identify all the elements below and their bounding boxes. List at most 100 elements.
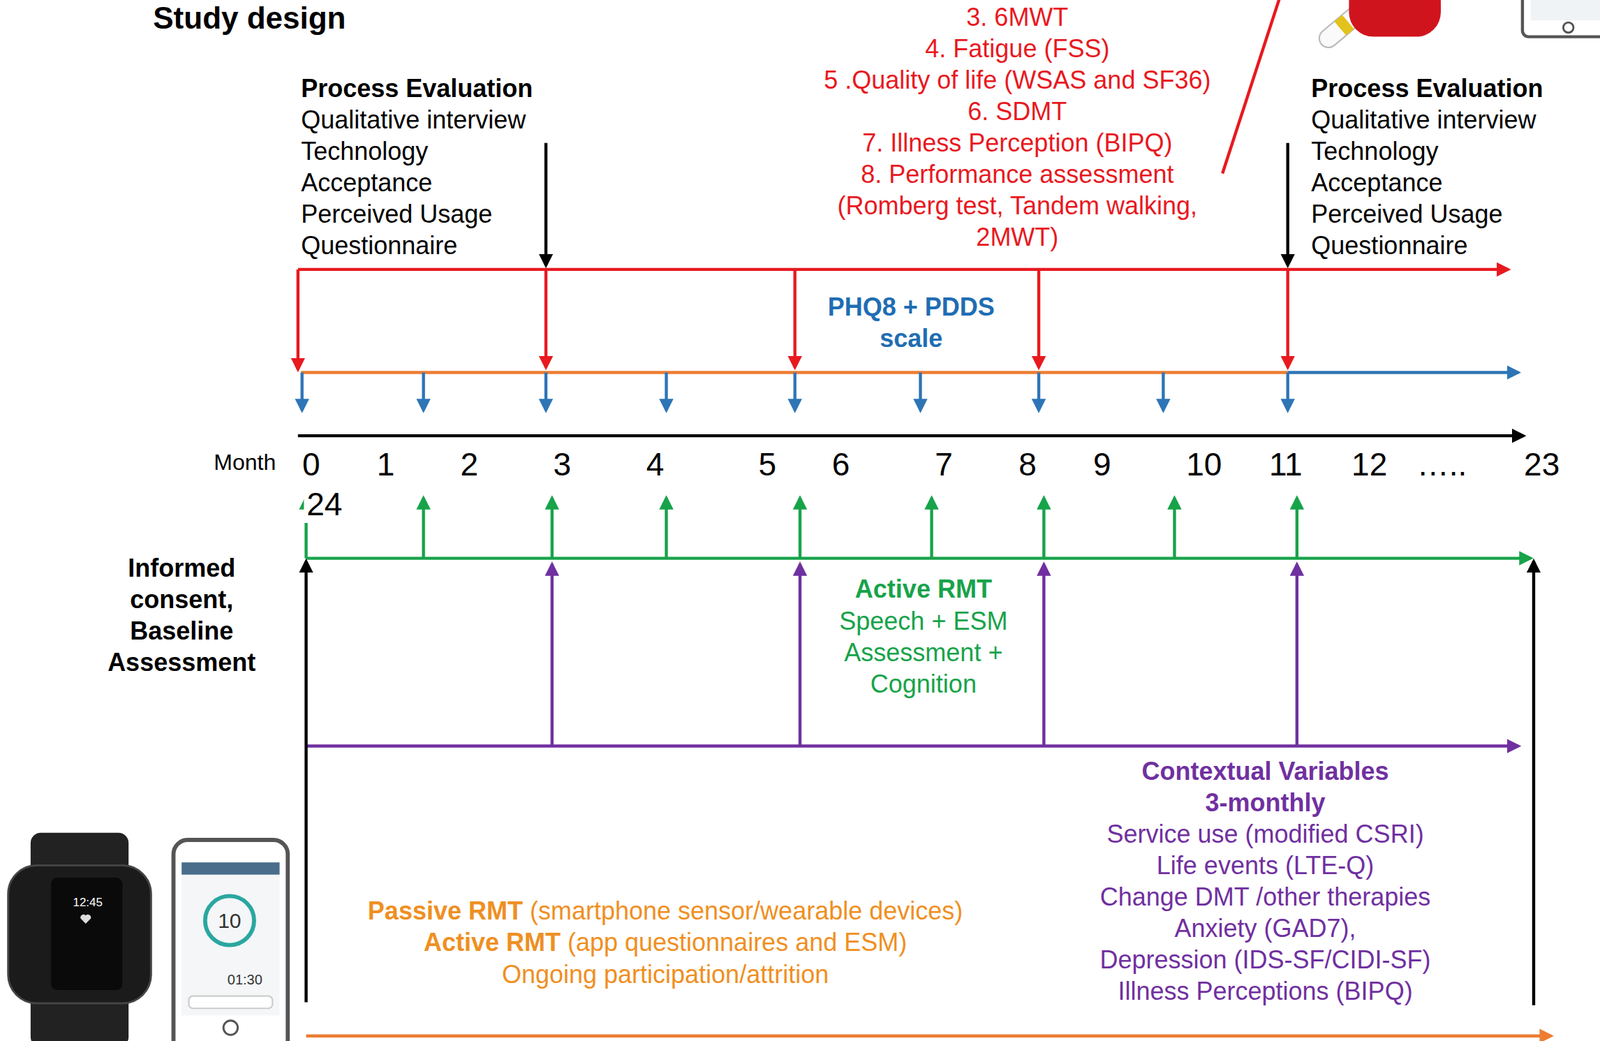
axis-tick-label: 24: [303, 485, 345, 523]
list-item: Perceived Usage Questionnaire: [300, 198, 542, 262]
list-item: Technology Acceptance: [1310, 135, 1552, 199]
green-timeline: [929, 497, 933, 558]
purple-timeline: [798, 564, 802, 746]
axis-tick-label: 2: [460, 445, 479, 484]
smartphone: [188, 996, 273, 1009]
red-timeline: [544, 269, 548, 368]
smartphone: [181, 862, 280, 875]
red-timeline: [793, 269, 796, 368]
diagram-title: Study design: [152, 0, 346, 37]
device-images: [1563, 22, 1574, 33]
section-heading: Active RMT: [855, 573, 992, 605]
red-timeline: [298, 268, 1509, 271]
text-row: Active RMT(app questionnaires and ESM): [423, 926, 907, 958]
list-item: Depression (IDS-SF/CIDI-SF): [1100, 943, 1432, 976]
section-heading: Active RMT: [423, 926, 561, 958]
blue-timeline: [664, 372, 668, 411]
blue-timeline: [1286, 372, 1290, 411]
list-item: (smartphone sensor/wearable devices): [529, 894, 963, 927]
green-timeline: [306, 497, 1531, 558]
outcome-item: 4. Fatigue (FSS): [924, 32, 1110, 65]
section-heading: Passive RMT: [367, 894, 523, 927]
list-item: Service use (modified CSRI): [1106, 818, 1424, 850]
axis-tick-label: 8: [1018, 445, 1037, 484]
orange-timeline: [306, 1033, 1552, 1037]
section-heading: Contextual Variables 3-monthly: [1132, 755, 1399, 819]
wearable-watch: [80, 914, 91, 924]
green-timeline: [306, 556, 1531, 560]
green-timeline: [664, 497, 668, 558]
text-row: Ongoing participation/attrition: [501, 958, 829, 990]
green-timeline: [1295, 497, 1299, 558]
list-item: Qualitative interview: [300, 104, 542, 136]
study-boundary: [1532, 561, 1536, 1006]
red-timeline: [1037, 269, 1041, 368]
process-arrow: [545, 143, 1288, 266]
blue-timeline: [1037, 372, 1041, 411]
axis-tick-label: 9: [1093, 445, 1112, 484]
green-timeline: [1172, 497, 1176, 558]
axis-title: Month: [213, 448, 276, 477]
list-item: (app questionnaires and ESM): [567, 926, 907, 958]
process-arrow: [544, 143, 548, 266]
purple-timeline: [306, 564, 1520, 746]
watch-display: 12:45: [72, 895, 103, 909]
wearable-watch: [8, 865, 152, 1004]
red-timeline: [1286, 269, 1290, 368]
section-heading: Process Evaluation: [300, 72, 533, 105]
list-item: Illness Perceptions (BIPQ): [1117, 975, 1413, 1007]
list-item: Perceived Usage Questionnaire: [1310, 198, 1552, 262]
device-images: [1530, 0, 1600, 21]
purple-timeline: [550, 564, 554, 746]
outcome-item: 7. Illness Perception (BIPQ): [862, 127, 1173, 159]
purple-timeline: [306, 744, 1520, 747]
month-axis: [298, 434, 1524, 437]
green-timeline: [1042, 497, 1046, 558]
blue-timeline: [1287, 370, 1519, 374]
device-images: [1348, 0, 1441, 37]
blue-timeline: [544, 372, 548, 411]
green-timeline: [798, 497, 802, 558]
device-images: [1315, 0, 1600, 51]
outcome-item: 3. 6MWT: [966, 1, 1069, 33]
timeline-label: Speech + ESM Assessment + Cognition: [835, 605, 1011, 700]
blue-timeline: [300, 372, 1519, 411]
red-timeline: [1222, 0, 1280, 174]
green-timeline: [550, 497, 554, 558]
phone-display: 10: [217, 908, 241, 932]
axis-tick-label: 7: [934, 445, 953, 484]
red-timeline: [296, 269, 300, 370]
device-images: [1522, 0, 1600, 37]
study-boundary: [304, 561, 308, 1002]
process-arrow: [1286, 143, 1290, 266]
purple-timeline: [1042, 564, 1046, 746]
axis-tick-label: 4: [646, 445, 665, 484]
smartphone: [223, 1020, 238, 1035]
axis-tick-label: 0: [302, 445, 321, 484]
month-axis: [298, 434, 1524, 437]
axis-tick-label: 5: [758, 445, 777, 484]
timeline-label: PHQ8 + PDDS scale: [816, 291, 1006, 354]
blue-timeline: [421, 372, 425, 411]
smartphone: [205, 895, 255, 945]
blue-timeline: [918, 372, 922, 411]
axis-tick-label: 6: [832, 445, 851, 484]
axis-tick-label: 10: [1186, 445, 1222, 484]
smartphone: [173, 839, 288, 1041]
blue-timeline: [300, 372, 303, 411]
list-item: Life events (LTE-Q): [1156, 849, 1374, 881]
smartphone: [181, 862, 280, 1016]
outcome-item: 5 .Quality of life (WSAS and SF36): [823, 64, 1211, 96]
timeline-label: Informed consent, Baseline Assessment: [102, 552, 262, 678]
axis-tick-label: 11: [1269, 445, 1303, 484]
axis-tick-label: 1: [376, 445, 396, 484]
section-heading: Process Evaluation: [1310, 72, 1543, 105]
list-item: Qualitative interview: [1310, 104, 1552, 136]
wearable-watch: [8, 832, 152, 1041]
outcome-item: 6. SDMT: [967, 95, 1067, 128]
list-item: Change DMT /other therapies: [1100, 880, 1432, 913]
list-item: Ongoing participation/attrition: [501, 958, 829, 990]
blue-timeline: [302, 372, 1288, 411]
wearable-watch: [50, 877, 123, 990]
phone-display: 01:30: [227, 971, 263, 988]
